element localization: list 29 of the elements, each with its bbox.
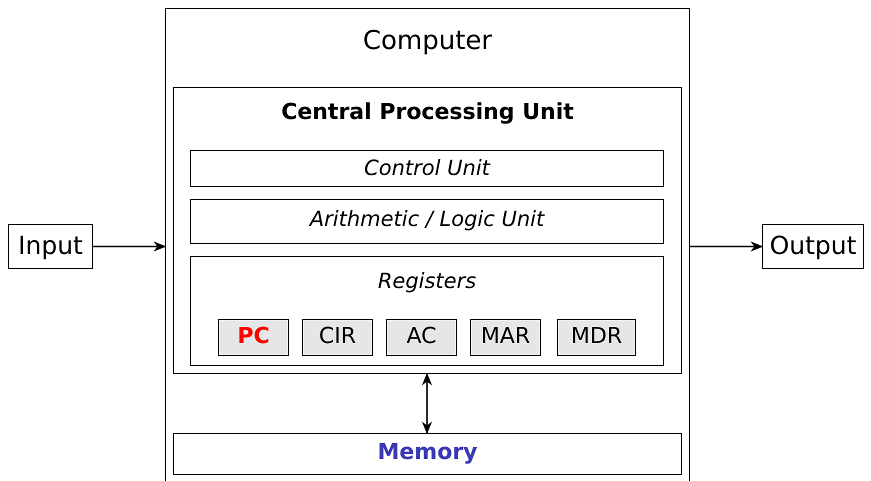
label-text: Control Unit	[363, 156, 492, 180]
io-box	[762, 224, 864, 269]
arrow	[93, 241, 166, 252]
label-text: Memory	[376, 440, 479, 465]
label-text: Output	[768, 231, 858, 260]
label-text: CIR	[318, 324, 358, 349]
io-box	[8, 224, 93, 269]
register-box	[386, 319, 457, 356]
unit-box	[190, 199, 664, 244]
unit-box	[190, 256, 664, 366]
unit-box	[190, 150, 664, 187]
memory-box	[173, 433, 682, 475]
register-box	[557, 319, 636, 356]
label-text: Registers	[376, 269, 478, 293]
register-box	[302, 319, 373, 356]
label-text: AC	[405, 324, 438, 349]
label-text: Arithmetic / Logic Unit	[308, 207, 546, 231]
arrow	[690, 241, 764, 252]
arrow	[422, 372, 432, 434]
cpu-box	[173, 87, 682, 374]
computer-box	[165, 8, 690, 481]
register-box	[218, 319, 289, 356]
label-text: Computer	[362, 26, 494, 56]
register-box	[470, 319, 541, 356]
label-text: MAR	[480, 324, 532, 349]
label-text: Central Processing Unit	[280, 100, 575, 125]
label-text: PC	[236, 324, 271, 349]
label-text: MDR	[570, 324, 624, 349]
label-text: Input	[17, 231, 84, 260]
